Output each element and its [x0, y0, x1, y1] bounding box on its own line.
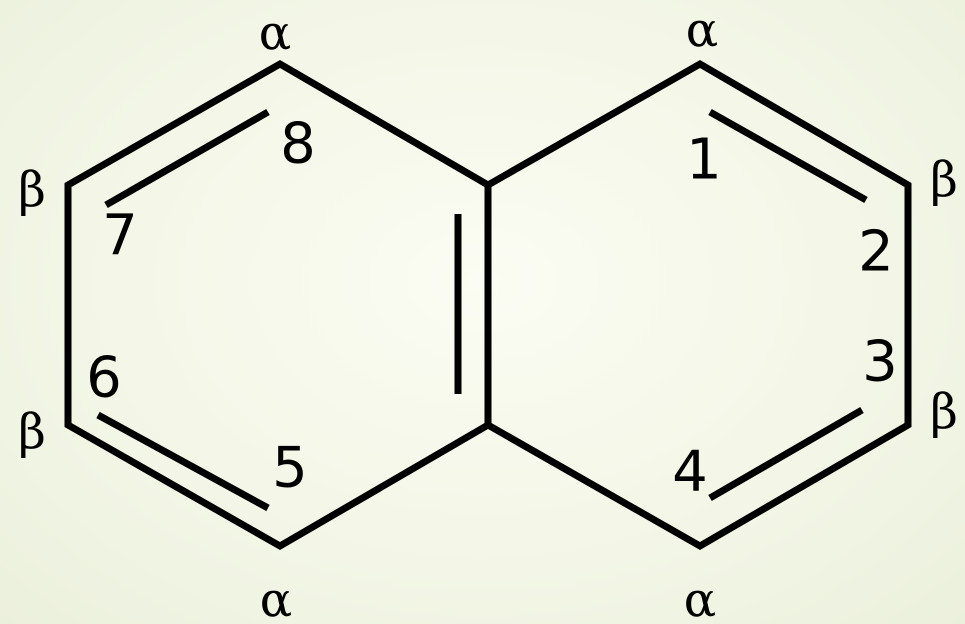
position-numbers: 1 2 3 4 5 6 7 8 [86, 112, 898, 505]
position-label-8: 8 [280, 112, 316, 177]
alpha-marker-bottom-right: α [684, 572, 716, 624]
beta-marker-upper-left: β [18, 162, 46, 218]
double-bond-1-2 [708, 108, 868, 204]
double-bond-8-7 [104, 108, 270, 209]
position-type-markers: α α α α β β β β [18, 2, 958, 624]
position-label-1: 1 [686, 128, 722, 193]
position-label-2: 2 [858, 220, 894, 285]
position-label-3: 3 [862, 330, 898, 395]
alpha-marker-bottom-left: α [260, 572, 292, 624]
position-label-4: 4 [672, 440, 708, 505]
position-label-6: 6 [86, 346, 122, 411]
alpha-marker-top-right: α [686, 2, 718, 58]
beta-marker-upper-right: β [930, 152, 958, 208]
alpha-marker-top-left: α [259, 5, 291, 61]
double-bond-6-5 [96, 411, 270, 512]
ring-skeleton [64, 59, 912, 551]
double-bond-3-4 [708, 406, 864, 502]
position-label-5: 5 [272, 436, 308, 501]
double-bond-inner-lines [96, 108, 868, 512]
beta-marker-lower-right: β [930, 384, 958, 440]
position-label-7: 7 [102, 204, 138, 269]
beta-marker-lower-left: β [18, 404, 46, 460]
